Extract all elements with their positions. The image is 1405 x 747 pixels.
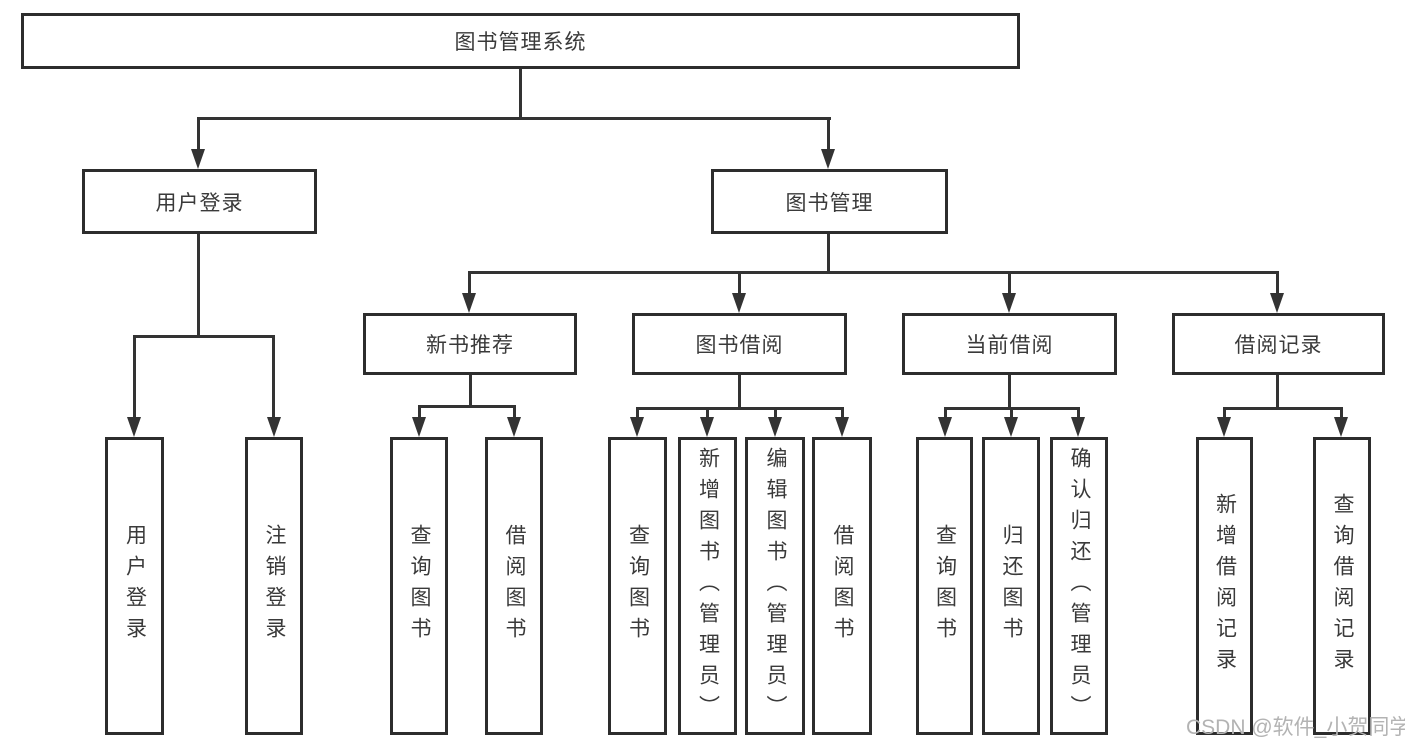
arrow-down-icon: [1071, 417, 1085, 437]
arrow-down-icon: [127, 417, 141, 437]
connector-line: [272, 335, 275, 417]
node-borrowing-records: 借阅记录: [1172, 313, 1385, 375]
connector-line: [133, 335, 275, 338]
leaf-query-books-1: 查询图书: [390, 437, 448, 735]
arrow-down-icon: [835, 417, 849, 437]
node-current-borrowing: 当前借阅: [902, 313, 1117, 375]
connector-line: [197, 234, 200, 335]
connector-line: [738, 375, 741, 407]
leaf-label: 查询借阅记录: [1331, 493, 1354, 679]
connector-line: [827, 234, 830, 271]
arrow-down-icon: [821, 149, 835, 169]
connector-line: [827, 117, 830, 149]
connector-line: [1276, 271, 1279, 293]
node-new-book-recommend: 新书推荐: [363, 313, 577, 375]
leaf-query-books-3: 查询图书: [916, 437, 973, 735]
arrow-down-icon: [732, 293, 746, 313]
leaf-label: 新增图书（管理员）: [696, 446, 720, 726]
connector-line: [513, 405, 516, 417]
leaf-borrow-books-1: 借阅图书: [485, 437, 543, 735]
connector-line: [519, 69, 522, 117]
node-label: 图书借阅: [695, 334, 784, 357]
arrow-down-icon: [191, 149, 205, 169]
connector-line: [944, 407, 947, 417]
arrow-down-icon: [1002, 293, 1016, 313]
connector-line: [1008, 375, 1011, 407]
connector-line: [418, 405, 515, 408]
node-book-borrowing: 图书借阅: [632, 313, 847, 375]
leaf-add-books-admin: 新增图书（管理员）: [678, 437, 737, 735]
leaf-label: 查询图书: [626, 524, 650, 648]
connector-line: [197, 117, 831, 120]
connector-line: [1340, 407, 1343, 417]
leaf-label: 归还图书: [1000, 524, 1023, 648]
leaf-label: 借阅图书: [831, 524, 854, 648]
arrow-down-icon: [938, 417, 952, 437]
connector-line: [1077, 407, 1080, 417]
connector-line: [468, 271, 471, 293]
arrow-down-icon: [1270, 293, 1284, 313]
arrow-down-icon: [1217, 417, 1231, 437]
connector-line: [1010, 407, 1013, 417]
leaf-label: 编辑图书（管理员）: [764, 446, 787, 726]
node-user-login: 用户登录: [82, 169, 317, 234]
node-label: 新书推荐: [426, 334, 514, 357]
connector-line: [1223, 407, 1343, 410]
leaf-query-borrow-record: 查询借阅记录: [1313, 437, 1371, 735]
connector-line: [706, 407, 709, 417]
connector-line: [636, 407, 639, 417]
connector-line: [738, 271, 741, 293]
connector-line: [469, 375, 472, 405]
arrow-down-icon: [700, 417, 714, 437]
leaf-add-borrow-record: 新增借阅记录: [1196, 437, 1253, 735]
leaf-borrow-books-2: 借阅图书: [812, 437, 872, 735]
node-label: 图书管理系统: [454, 31, 587, 54]
arrow-down-icon: [267, 417, 281, 437]
connector-line: [636, 407, 843, 410]
leaf-label: 注销登录: [263, 524, 286, 648]
leaf-label: 查询图书: [933, 524, 957, 648]
leaf-user-login: 用户登录: [105, 437, 164, 735]
watermark: CSDN @软件_小贺同学: [1186, 716, 1405, 739]
node-label: 用户登录: [155, 191, 244, 215]
connector-line: [774, 407, 777, 417]
connector-line: [1223, 407, 1226, 417]
connector-line: [1008, 271, 1011, 293]
node-label: 当前借阅: [965, 334, 1054, 357]
connector-line: [468, 271, 1279, 274]
connector-line: [841, 407, 844, 417]
connector-line: [418, 405, 421, 417]
arrow-down-icon: [462, 293, 476, 313]
leaf-label: 借阅图书: [503, 524, 526, 648]
node-library-system: 图书管理系统: [21, 13, 1020, 69]
connector-line: [197, 117, 200, 149]
leaf-label: 查询图书: [408, 524, 431, 648]
arrow-down-icon: [1004, 417, 1018, 437]
leaf-label: 用户登录: [123, 524, 147, 648]
leaf-query-books-2: 查询图书: [608, 437, 667, 735]
leaf-confirm-return-admin: 确认归还（管理员）: [1050, 437, 1108, 735]
leaf-return-books: 归还图书: [982, 437, 1040, 735]
arrow-down-icon: [1334, 417, 1348, 437]
node-label: 借阅记录: [1234, 334, 1323, 357]
node-book-management: 图书管理: [711, 169, 948, 234]
leaf-edit-books-admin: 编辑图书（管理员）: [745, 437, 805, 735]
connector-line: [1276, 375, 1279, 407]
node-label: 图书管理: [785, 191, 874, 215]
arrow-down-icon: [412, 417, 426, 437]
leaf-label: 新增借阅记录: [1213, 493, 1237, 679]
arrow-down-icon: [507, 417, 521, 437]
arrow-down-icon: [768, 417, 782, 437]
connector-line: [133, 335, 136, 417]
arrow-down-icon: [630, 417, 644, 437]
leaf-label: 确认归还（管理员）: [1068, 446, 1091, 726]
leaf-logout: 注销登录: [245, 437, 303, 735]
